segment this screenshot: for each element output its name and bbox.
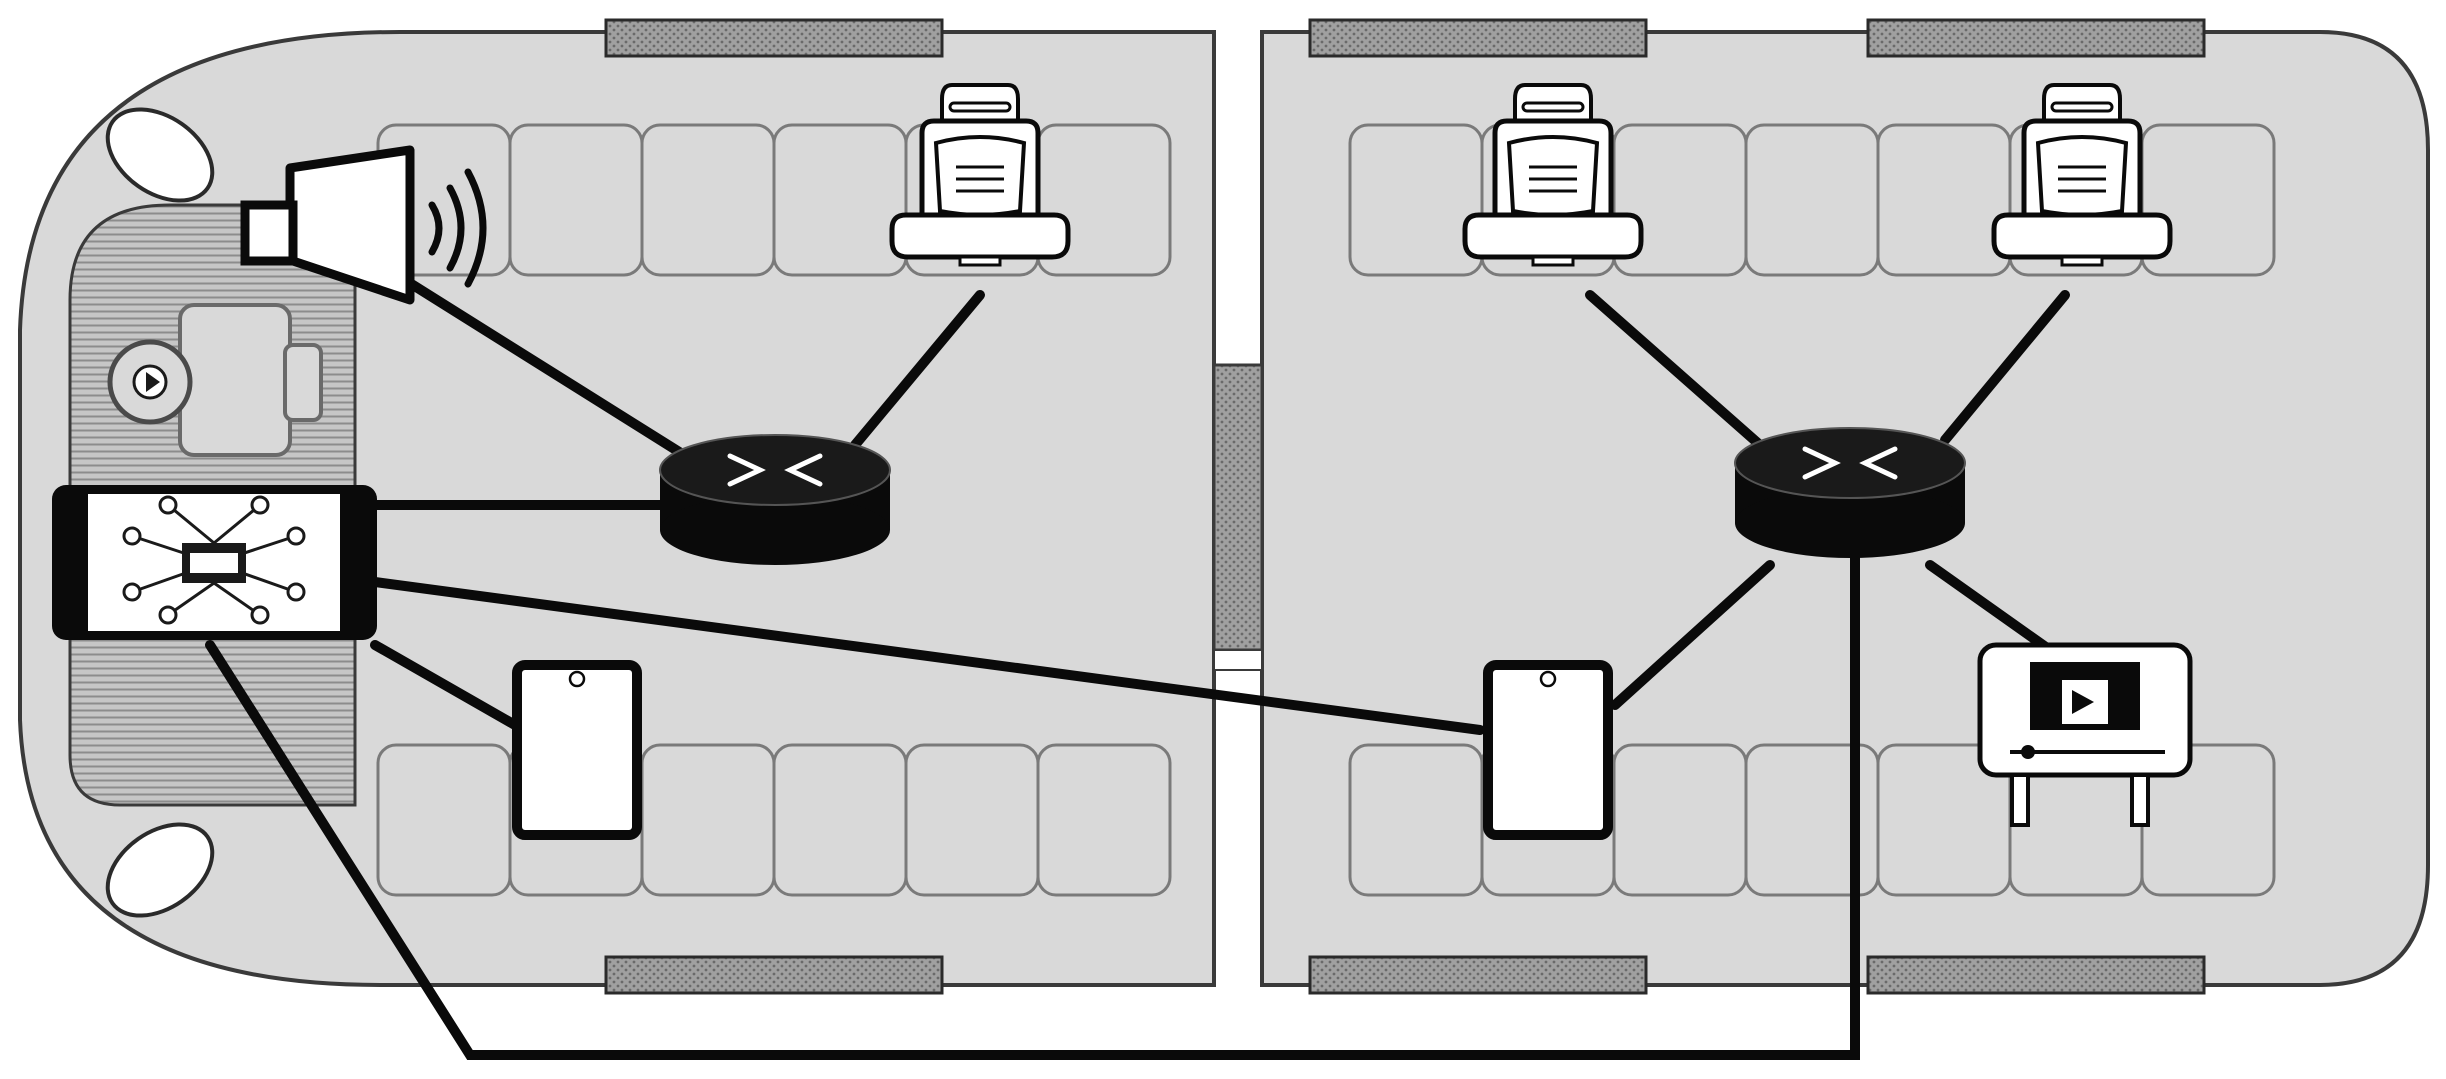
link-controller-tablet2 — [370, 577, 1485, 735]
gangway-bridge — [1213, 649, 1263, 671]
link-switch2-display — [1925, 560, 2055, 655]
headlight-bottom — [105, 822, 215, 918]
link-controller-tablet1 — [370, 640, 520, 730]
link-seat3-switch2 — [1940, 290, 2070, 445]
network-links — [205, 275, 2070, 1060]
door — [1866, 18, 2206, 58]
link-speaker-switch1 — [400, 275, 705, 470]
door — [1308, 955, 1648, 995]
network-switch-icon — [660, 435, 890, 565]
gangway-connector — [1212, 363, 1264, 652]
link-controller-switch2 — [205, 550, 1860, 1060]
loudspeaker-icon — [240, 145, 487, 305]
steering-wheel-icon — [107, 339, 193, 425]
tablet-device-icon — [517, 665, 637, 835]
door — [1866, 955, 2206, 995]
link-seat1-switch1 — [850, 290, 985, 450]
network-switch-icon — [1735, 428, 1965, 558]
driver-seat — [178, 303, 323, 457]
tablet-device-icon — [1488, 665, 1608, 835]
link-seat2-switch2 — [1585, 290, 1765, 450]
link-switch2-tablet2 — [1610, 560, 1775, 710]
network-controller-icon — [52, 485, 377, 640]
door — [604, 955, 944, 995]
door — [604, 18, 944, 58]
door — [1308, 18, 1648, 58]
video-display-icon — [1977, 642, 2193, 827]
headlight-top — [105, 107, 215, 203]
